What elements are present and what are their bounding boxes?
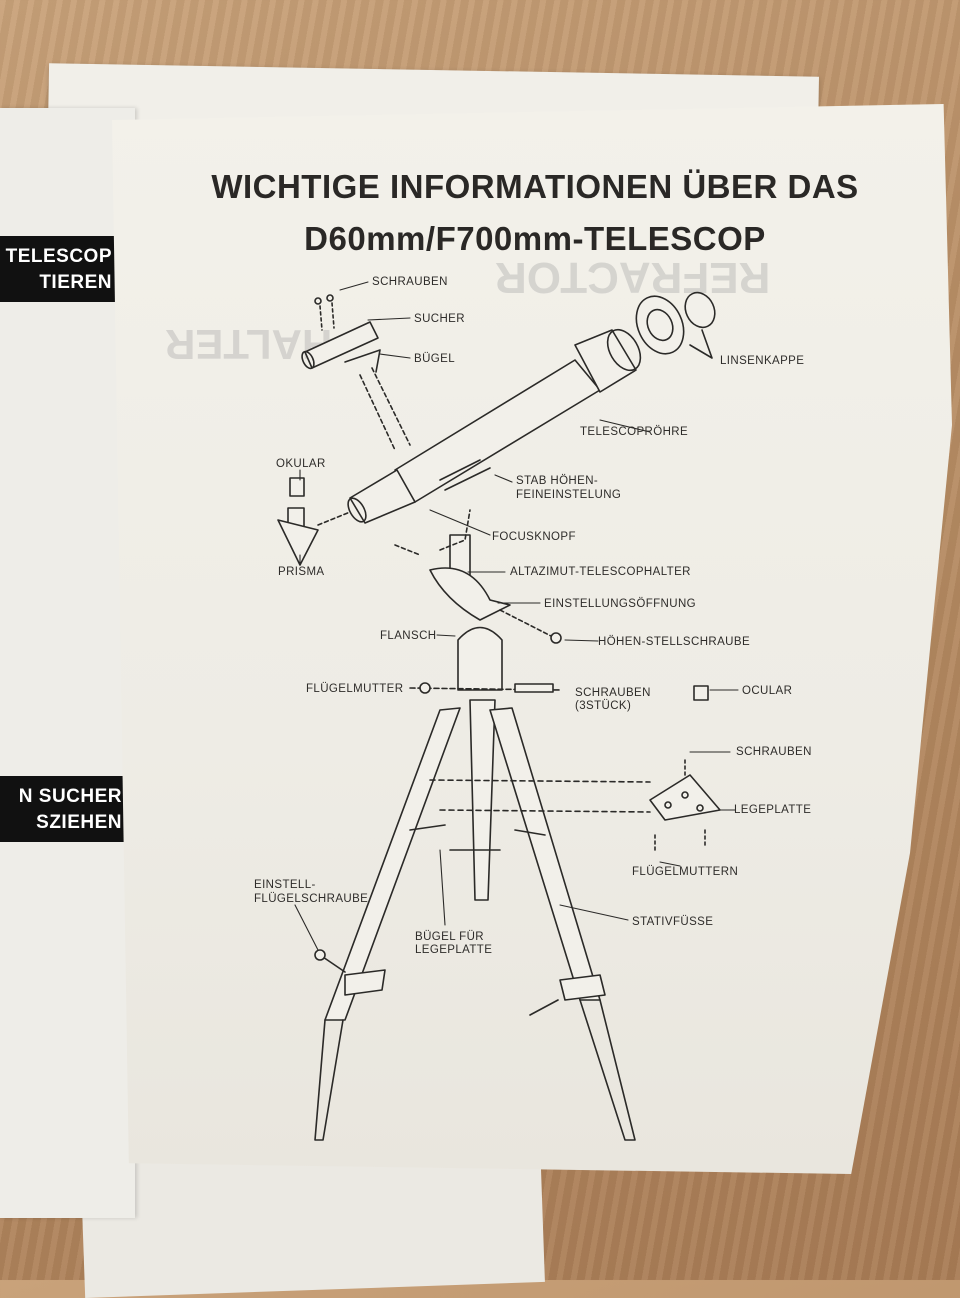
label-focusknopf: FOCUSKNOPF bbox=[492, 531, 576, 543]
label-altazimut: ALTAZIMUT-TELESCOPHALTER bbox=[510, 566, 691, 578]
label-hoehen-stellschraube: HÖHEN-STELLSCHRAUBE bbox=[598, 636, 751, 648]
label-top-line1: TELESCOP bbox=[5, 246, 112, 267]
label-stab-line1: STAB HÖHEN- bbox=[516, 475, 599, 487]
eyepiece-prism bbox=[277, 477, 351, 566]
label-einstell-line1: EINSTELL- bbox=[254, 879, 316, 891]
tripod-head bbox=[409, 626, 561, 694]
label-buegel-fuer-line1: BÜGEL FÜR bbox=[415, 931, 484, 943]
label-schrauben-3-line1: SCHRAUBEN bbox=[575, 687, 651, 699]
label-legeplatte: LEGEPLATTE bbox=[734, 804, 812, 816]
document-title-line2: D60mm/F700mm-TELESCOP bbox=[304, 220, 766, 257]
label-buegel: BÜGEL bbox=[414, 353, 455, 365]
label-mid-line2: SZIEHEN bbox=[36, 812, 122, 833]
label-flansch: FLANSCH bbox=[380, 630, 437, 642]
finder-scope bbox=[301, 294, 411, 451]
label-stab-line2: FEINEINSTELUNG bbox=[516, 489, 622, 501]
instruction-sheet bbox=[112, 104, 952, 1174]
label-einstellungsoeffnung: EINSTELLUNGSÖFFNUNG bbox=[544, 598, 697, 610]
left-page-label-mid: N SUCHER SZIEHEN bbox=[0, 776, 132, 842]
label-schrauben-3-line2: (3STÜCK) bbox=[575, 700, 632, 712]
label-mid-line1: N SUCHER bbox=[18, 786, 122, 807]
label-buegel-fuer-line2: LEGEPLATTE bbox=[415, 944, 493, 956]
telescope-tube bbox=[347, 328, 642, 524]
label-einstell-line2: FLÜGELSCHRAUBE bbox=[254, 893, 369, 905]
left-page-label-top: TELESCOP TIEREN bbox=[0, 236, 122, 302]
label-linsenkappe: LINSENKAPPE bbox=[720, 355, 805, 367]
label-stativfuesse: STATIVFÜSSE bbox=[632, 916, 714, 928]
label-schrauben-top: SCHRAUBEN bbox=[372, 276, 448, 288]
tripod-legs bbox=[314, 699, 636, 1141]
label-okular: OKULAR bbox=[276, 458, 326, 470]
accessory-tray bbox=[429, 685, 721, 851]
label-schrauben-right: SCHRAUBEN bbox=[736, 746, 812, 758]
altazimuth-mount bbox=[394, 509, 562, 644]
label-sucher: SUCHER bbox=[414, 313, 465, 325]
lens-cap bbox=[635, 291, 716, 359]
label-fluegelmutter: FLÜGELMUTTER bbox=[306, 683, 404, 695]
label-prisma: PRISMA bbox=[278, 566, 325, 578]
label-fluegelmuttern: FLÜGELMUTTERN bbox=[632, 866, 739, 878]
label-telescoproehre: TELESCOPRÖHRE bbox=[580, 426, 689, 438]
label-ocular: OCULAR bbox=[742, 685, 793, 697]
document-title-line1: WICHTIGE INFORMATIONEN ÜBER DAS bbox=[211, 168, 859, 205]
label-top-line2: TIEREN bbox=[39, 272, 112, 293]
